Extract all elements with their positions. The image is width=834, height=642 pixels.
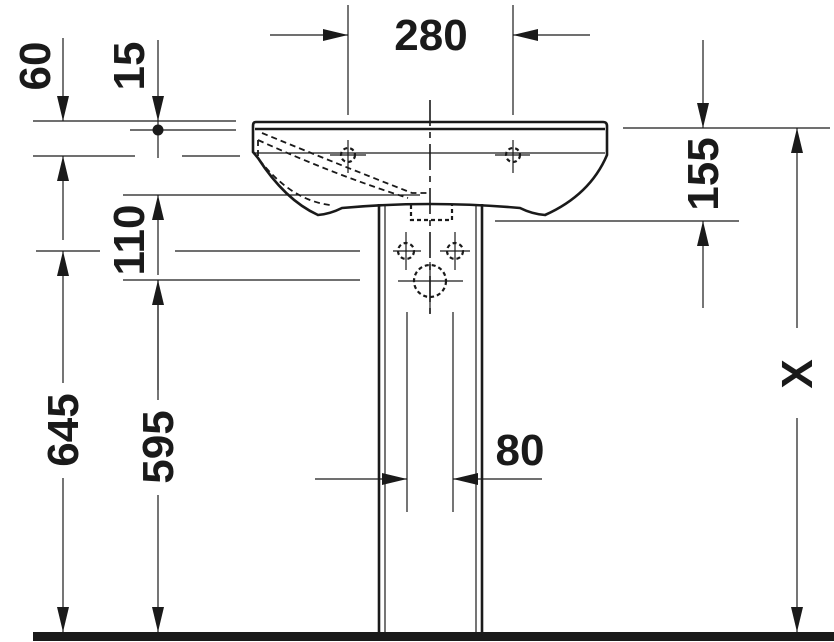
pedestal — [377, 204, 484, 632]
floor-line — [33, 632, 834, 641]
dimension-645: 645 — [39, 251, 88, 632]
supply-valve-left-icon — [393, 232, 421, 270]
dimension-x: X — [773, 128, 822, 632]
tap-hole-left-icon — [330, 140, 366, 173]
dimension-label-110: 110 — [105, 205, 154, 276]
dimension-label-280: 280 — [394, 11, 467, 60]
overflow-point-icon — [152, 124, 164, 136]
dimension-110: 110 — [36, 194, 420, 390]
dimension-155: 155 — [495, 40, 830, 308]
dimension-label-x: X — [773, 359, 822, 388]
tap-hole-right-icon — [495, 140, 530, 173]
dimension-280: 280 — [270, 5, 590, 115]
waste-outlet-icon — [398, 262, 463, 313]
dimension-15: 15 — [105, 40, 240, 158]
dimension-label-155: 155 — [679, 137, 728, 210]
dimension-label-645: 645 — [39, 393, 88, 466]
dimension-label-60: 60 — [11, 42, 60, 91]
supply-valve-right-icon — [440, 232, 470, 270]
dimension-80: 80 — [315, 426, 544, 485]
dimension-595: 595 — [134, 280, 183, 632]
dimension-label-80: 80 — [496, 426, 545, 475]
dimension-label-15: 15 — [105, 42, 154, 91]
dimension-60: 60 — [11, 38, 236, 240]
dimension-label-595: 595 — [134, 410, 183, 483]
